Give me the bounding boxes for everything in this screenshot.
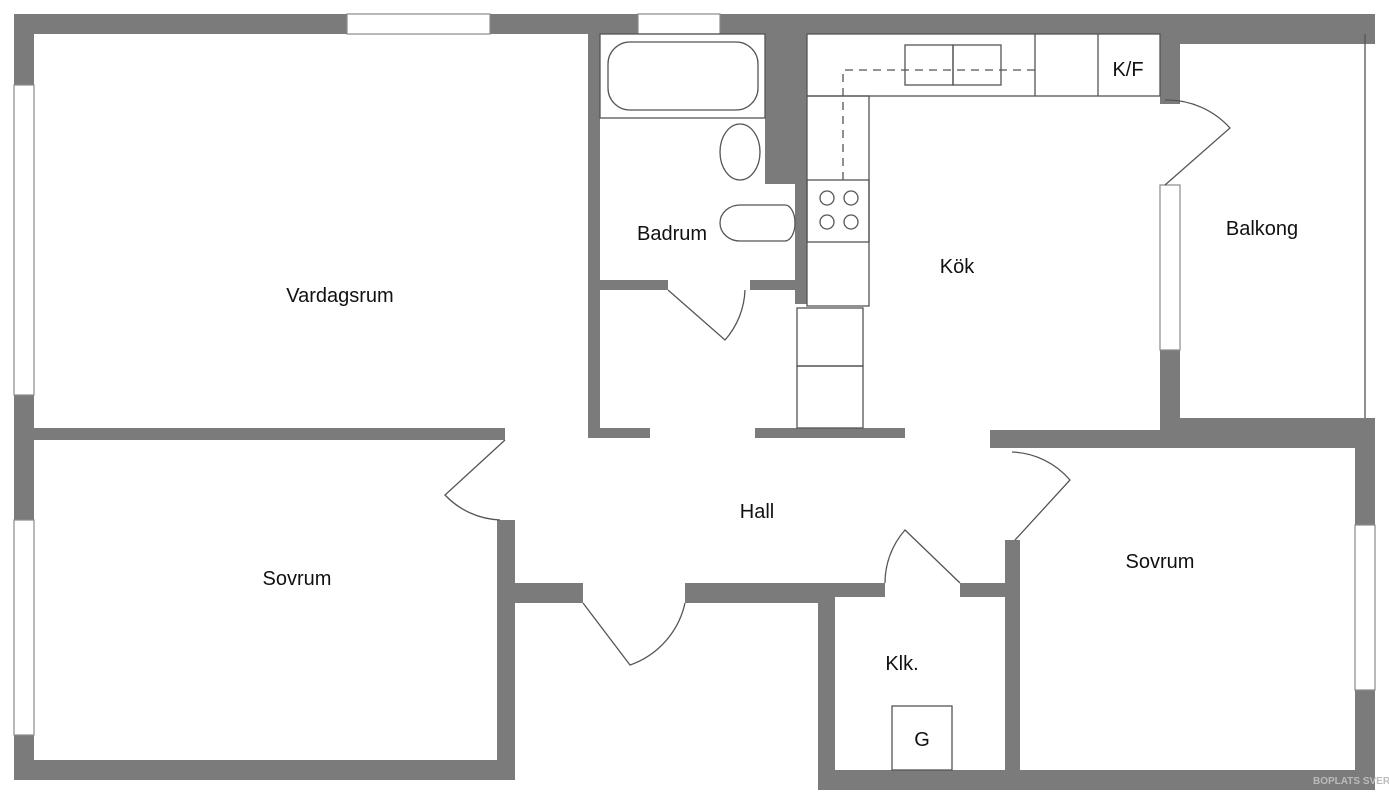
room-label-badrum: Badrum (637, 223, 707, 245)
window (1354, 524, 1376, 691)
wall-balkong-left-b (1160, 350, 1180, 440)
wall-bath-kitchen (795, 34, 807, 304)
storage-box (891, 705, 953, 771)
walls (14, 14, 1375, 790)
wall-hall-top-a (590, 428, 650, 438)
watermark: BOPLATS SVERI (1313, 776, 1389, 787)
wall-hall-top-b (755, 428, 905, 438)
room-label-kf: K/F (1112, 59, 1143, 81)
wall-bath-bottom-b (750, 280, 800, 290)
wall-vardagsrum-sovrum (14, 428, 505, 440)
door (1164, 99, 1231, 186)
wardrobe (796, 365, 864, 429)
kitchen-counter-side (806, 95, 870, 307)
burner-icon (819, 214, 835, 230)
window (13, 84, 35, 396)
door (582, 602, 686, 666)
doors (444, 99, 1231, 666)
room-label-balkong: Balkong (1226, 218, 1298, 240)
bathtub (599, 33, 766, 119)
window (1159, 184, 1181, 351)
stove (806, 179, 870, 243)
room-label-vardagsrum: Vardagsrum (286, 285, 393, 307)
wall-klk-left (818, 590, 835, 790)
wall-balkong-left-a (1160, 34, 1180, 104)
window (13, 519, 35, 736)
door (884, 529, 961, 584)
door (1011, 451, 1071, 541)
wardrobe (796, 307, 864, 367)
sink-icon (719, 123, 761, 181)
wall-balkong-bottom (1160, 418, 1375, 446)
kitchen-sink-icon (952, 44, 1002, 86)
wall-top-right (1160, 14, 1375, 44)
room-labels: Vardagsrum Badrum Kök K/F Balkong Hall S… (263, 59, 1299, 751)
wall-klk-right (1005, 540, 1020, 772)
window (346, 13, 491, 35)
toilet-icon (719, 204, 796, 242)
windows (13, 13, 1376, 736)
room-label-hall: Hall (740, 501, 774, 523)
wall-bottom-left (14, 760, 515, 780)
window (637, 13, 721, 35)
kitchen-sink-icon (904, 44, 954, 86)
wall-klk-top-b (960, 583, 1010, 597)
room-label-klk: Klk. (885, 653, 918, 675)
burner-icon (843, 214, 859, 230)
wall-klk-top-a (835, 583, 885, 597)
wall-bottom-right (818, 770, 1375, 790)
room-label-sovrum-left: Sovrum (263, 568, 332, 590)
wall-vardagsrum-right (588, 34, 600, 438)
room-label-g: G (914, 729, 930, 751)
upper-cabinet-outline (842, 69, 1035, 180)
wall-hall-bottom-b (685, 583, 835, 603)
wall-sovrum-hall (497, 520, 515, 780)
room-label-sovrum-right: Sovrum (1126, 551, 1195, 573)
room-label-kok: Kök (940, 256, 975, 278)
door (667, 289, 746, 341)
fixtures (599, 33, 1161, 771)
burner-icon (843, 190, 859, 206)
wall-bath-bottom-a (600, 280, 668, 290)
kitchen-counter-top (806, 33, 1161, 97)
door (444, 439, 506, 521)
wall-hall-bottom-a (497, 583, 583, 603)
bathtub-basin (607, 41, 759, 111)
burner-icon (819, 190, 835, 206)
